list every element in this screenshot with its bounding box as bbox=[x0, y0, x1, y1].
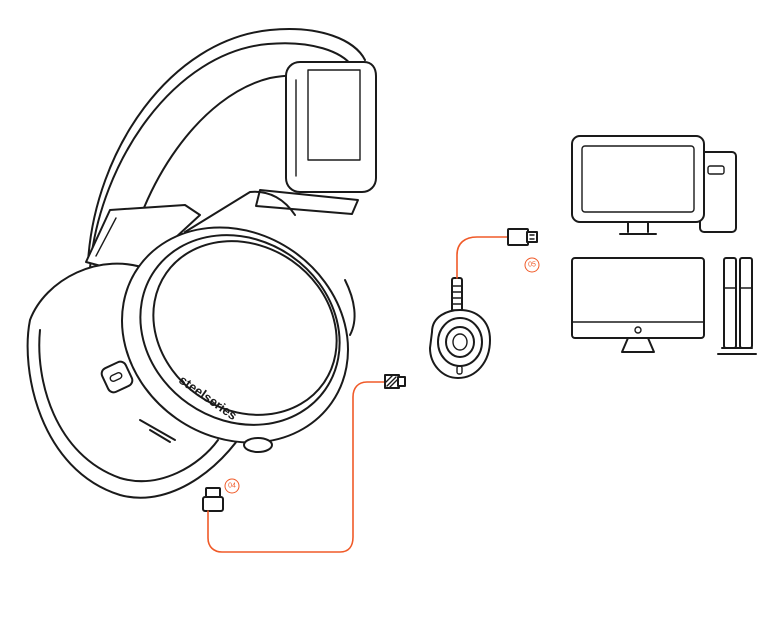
callout-05-label: 05 bbox=[528, 262, 536, 269]
transmitter-usb-cable bbox=[456, 236, 509, 279]
callout-04: 04 bbox=[224, 478, 240, 494]
usb-a-connector-icon bbox=[384, 374, 406, 389]
callout-05-circle bbox=[524, 257, 540, 273]
callout-04-circle bbox=[224, 478, 240, 494]
wireless-transmitter-icon bbox=[429, 277, 491, 379]
callout-04-label: 04 bbox=[228, 483, 236, 490]
imac-icon bbox=[571, 257, 705, 353]
game-console-icon bbox=[717, 257, 757, 355]
headset-icon: steelseries bbox=[26, 28, 377, 499]
usb-charging-cable bbox=[207, 381, 386, 553]
callout-05: 05 bbox=[524, 257, 540, 273]
micro-usb-connector-icon bbox=[202, 487, 224, 512]
usb-a-connector-icon bbox=[507, 228, 538, 246]
desktop-pc-icon bbox=[571, 135, 737, 235]
